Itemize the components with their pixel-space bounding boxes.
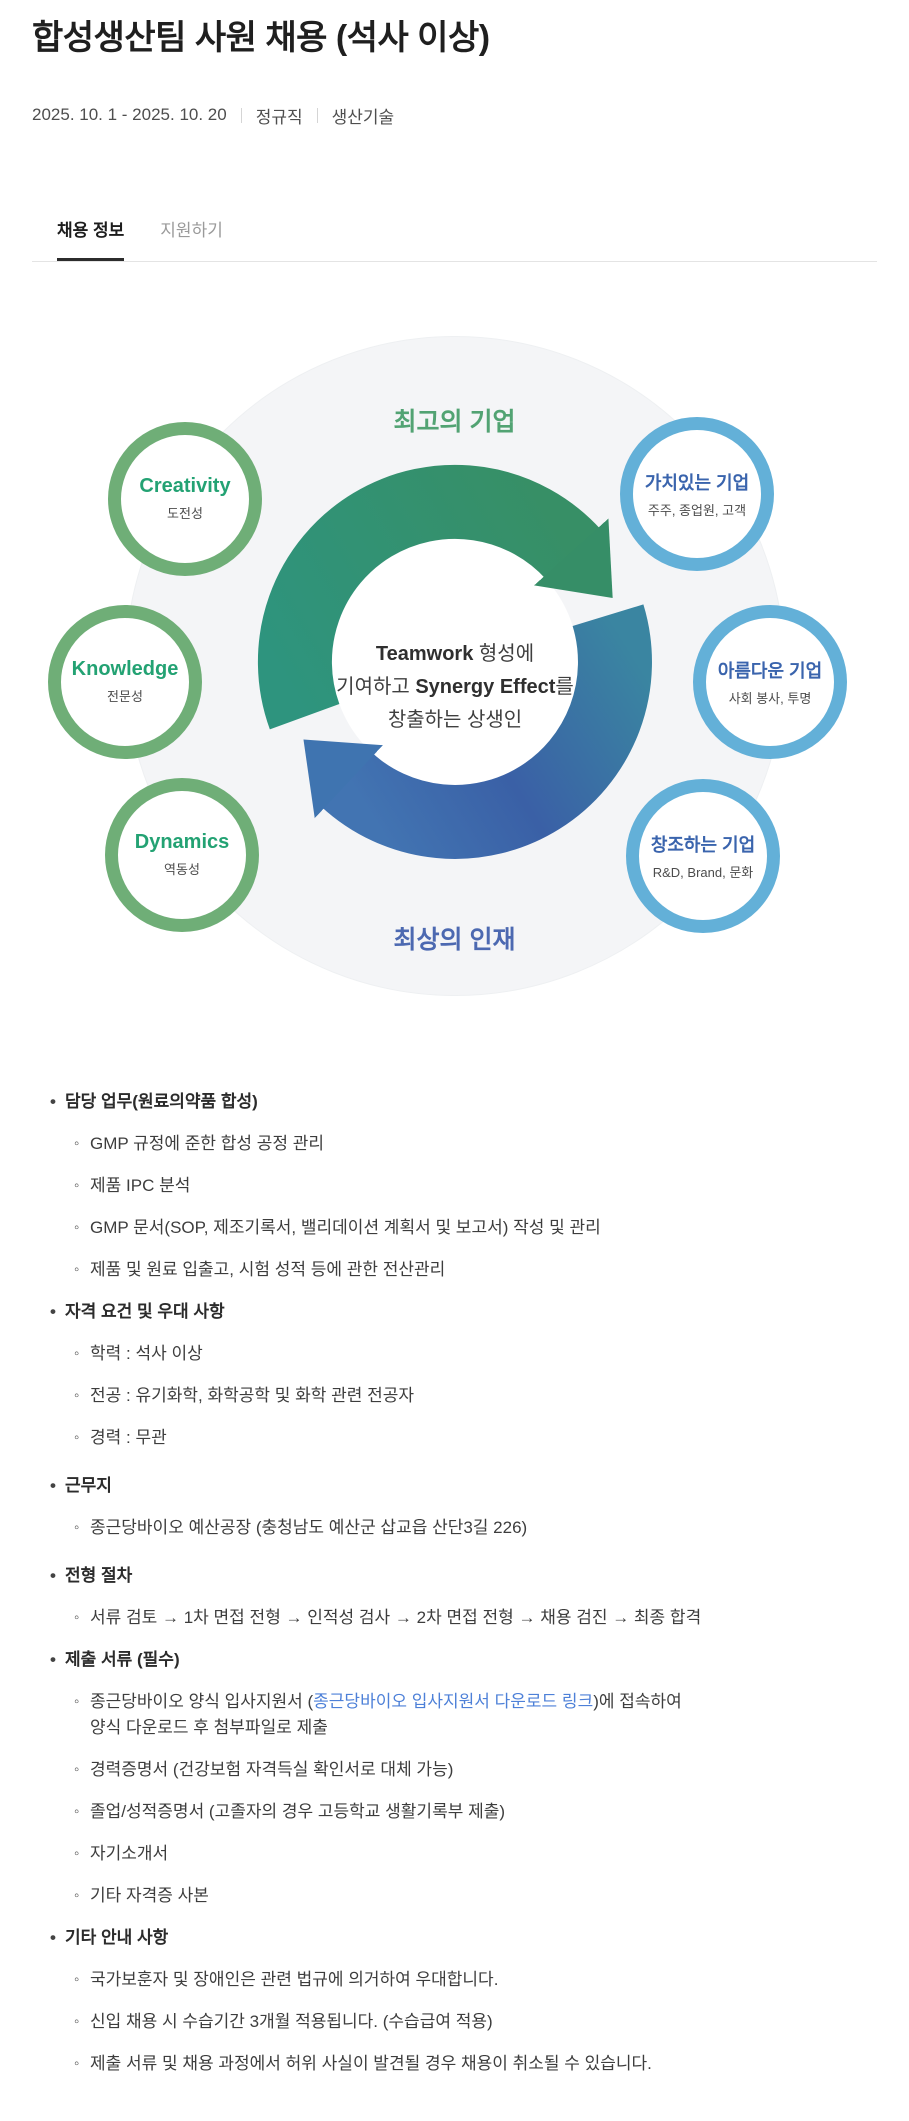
meta-divider [316, 107, 318, 123]
circle-creativity: Creativity 도전성 [108, 421, 262, 576]
section-heading-location: 근무지 [32, 1473, 877, 1499]
list-item-application-form: 종근당바이오 양식 입사지원서 (종근당바이오 입사지원서 다운로드 링크)에 … [32, 1689, 877, 1741]
circle-knowledge: Knowledge 전문성 [48, 604, 202, 759]
location-group: 근무지 종근당바이오 예산공장 (충청남도 예산군 삽교읍 산단3길 226) [32, 1473, 877, 1541]
details-block-3: 전형 절차 서류 검토 → 1차 면접 전형 → 인적성 검사 → 2차 면접 … [32, 1563, 877, 2077]
list-item: 종근당바이오 예산공장 (충청남도 예산군 삽교읍 산단3길 226) [32, 1515, 877, 1541]
section-heading-notes: 기타 안내 사항 [32, 1925, 877, 1951]
circle-subtitle: R&D, Brand, 문화 [652, 864, 754, 880]
diagram-top-label: 최고의 기업 [393, 407, 516, 436]
center-message-line-3: 창출하는 상생인 [387, 708, 523, 731]
circle-beautiful-company: 아름다운 기업 사회 봉사, 투명 [693, 604, 847, 759]
section-heading-qualifications: 자격 요건 및 우대 사항 [32, 1299, 877, 1325]
list-item: 학력 : 석사 이상 [32, 1341, 877, 1367]
qualifications-group: 자격 요건 및 우대 사항 학력 : 석사 이상 전공 : 유기화학, 화학공학… [32, 1299, 877, 1451]
circle-title: Dynamics [134, 831, 230, 854]
list-item: 국가보훈자 및 장애인은 관련 법규에 의거하여 우대합니다. [32, 1967, 877, 1993]
circle-subtitle: 사회 봉사, 투명 [728, 690, 812, 706]
center-message-line-2: 기여하고 Synergy Effect를 [336, 675, 574, 698]
job-details: 담당 업무(원료의약품 합성) GMP 규정에 준한 합성 공정 관리 제품 I… [0, 1084, 909, 2121]
circle-creative-company: 창조하는 기업 R&D, Brand, 문화 [626, 778, 780, 933]
application-form-line-1: 종근당바이오 양식 입사지원서 (종근당바이오 입사지원서 다운로드 링크)에 … [90, 1691, 682, 1711]
section-heading-process: 전형 절차 [32, 1563, 877, 1589]
list-item: GMP 규정에 준한 합성 공정 관리 [32, 1131, 877, 1157]
list-item: 경력증명서 (건강보험 자격득실 확인서로 대체 가능) [32, 1757, 877, 1783]
date-range: 2025. 10. 1 - 2025. 10. 20 [32, 105, 227, 125]
application-form-line-2: 양식 다운로드 후 첨부파일로 제출 [90, 1717, 328, 1737]
center-message-line-1: Teamwork 형성에 [375, 642, 535, 665]
circle-subtitle: 역동성 [164, 862, 200, 878]
list-item: 경력 : 무관 [32, 1425, 877, 1451]
circle-subtitle: 주주, 종업원, 고객 [647, 502, 747, 518]
process-group: 전형 절차 서류 검토 → 1차 면접 전형 → 인적성 검사 → 2차 면접 … [32, 1563, 877, 1631]
diagram-center-message: Teamwork 형성에 기여하고 Synergy Effect를 창출하는 상… [255, 638, 655, 737]
circle-subtitle: 전문성 [107, 689, 143, 705]
documents-group: 제출 서류 (필수) 종근당바이오 양식 입사지원서 (종근당바이오 입사지원서… [32, 1647, 877, 1909]
page-title: 합성생산팀 사원 채용 (석사 이상) [32, 19, 490, 57]
details-block-1: 담당 업무(원료의약품 합성) GMP 규정에 준한 합성 공정 관리 제품 I… [32, 1089, 877, 1451]
list-item: 신입 채용 시 수습기간 3개월 적용됩니다. (수습급여 적용) [32, 2009, 877, 2035]
section-heading-documents: 제출 서류 (필수) [32, 1647, 877, 1673]
list-item: 졸업/성적증명서 (고졸자의 경우 고등학교 생활기록부 제출) [32, 1799, 877, 1825]
circle-dynamics: Dynamics 역동성 [105, 777, 259, 932]
list-item: 제출 서류 및 채용 과정에서 허위 사실이 발견될 경우 채용이 취소될 수 … [32, 2051, 877, 2077]
list-item: 전공 : 유기화학, 화학공학 및 화학 관련 전공자 [32, 1383, 877, 1409]
tab-bar: 채용 정보 지원하기 [32, 216, 877, 262]
cycle-arrows-graphic [257, 464, 652, 859]
application-download-link[interactable]: 종근당바이오 입사지원서 다운로드 링크 [313, 1691, 594, 1711]
list-item: 제품 및 원료 입출고, 시험 성적 등에 관한 전산관리 [32, 1257, 877, 1283]
tab-apply[interactable]: 지원하기 [160, 220, 223, 240]
section-heading-duties: 담당 업무(원료의약품 합성) [32, 1089, 877, 1115]
circle-title: 가치있는 기업 [644, 472, 750, 493]
tab-recruit-info[interactable]: 채용 정보 [57, 216, 125, 261]
job-posting-page: 합성생산팀 사원 채용 (석사 이상) 2025. 10. 1 - 2025. … [0, 18, 909, 2121]
circle-title: Creativity [139, 475, 231, 498]
circle-subtitle: 도전성 [167, 506, 203, 522]
duties-group: 담당 업무(원료의약품 합성) GMP 규정에 준한 합성 공정 관리 제품 I… [32, 1089, 877, 1283]
job-meta: 2025. 10. 1 - 2025. 10. 20 정규직 생산기술 [32, 103, 877, 128]
employment-type: 정규직 [255, 107, 303, 127]
diagram-bottom-label: 최상의 인재 [393, 925, 516, 954]
circle-valuable-company: 가치있는 기업 주주, 종업원, 고객 [620, 416, 774, 571]
notes-group: 기타 안내 사항 국가보훈자 및 장애인은 관련 법규에 의거하여 우대합니다.… [32, 1925, 877, 2077]
details-block-2: 근무지 종근당바이오 예산공장 (충청남도 예산군 삽교읍 산단3길 226) [32, 1473, 877, 1541]
circle-title: 아름다운 기업 [717, 660, 823, 681]
circle-title: 창조하는 기업 [650, 834, 756, 855]
list-item: 기타 자격증 사본 [32, 1883, 877, 1909]
meta-divider [240, 107, 242, 123]
list-item: 자기소개서 [32, 1841, 877, 1867]
list-item: 제품 IPC 분석 [32, 1173, 877, 1199]
job-category: 생산기술 [331, 107, 395, 127]
list-item: GMP 문서(SOP, 제조기록서, 밸리데이션 계획서 및 보고서) 작성 및… [32, 1215, 877, 1241]
list-item: 서류 검토 → 1차 면접 전형 → 인적성 검사 → 2차 면접 전형 → 채… [32, 1605, 877, 1631]
circle-title: Knowledge [71, 658, 179, 681]
talent-philosophy-diagram: 최고의 기업 [0, 261, 909, 1084]
